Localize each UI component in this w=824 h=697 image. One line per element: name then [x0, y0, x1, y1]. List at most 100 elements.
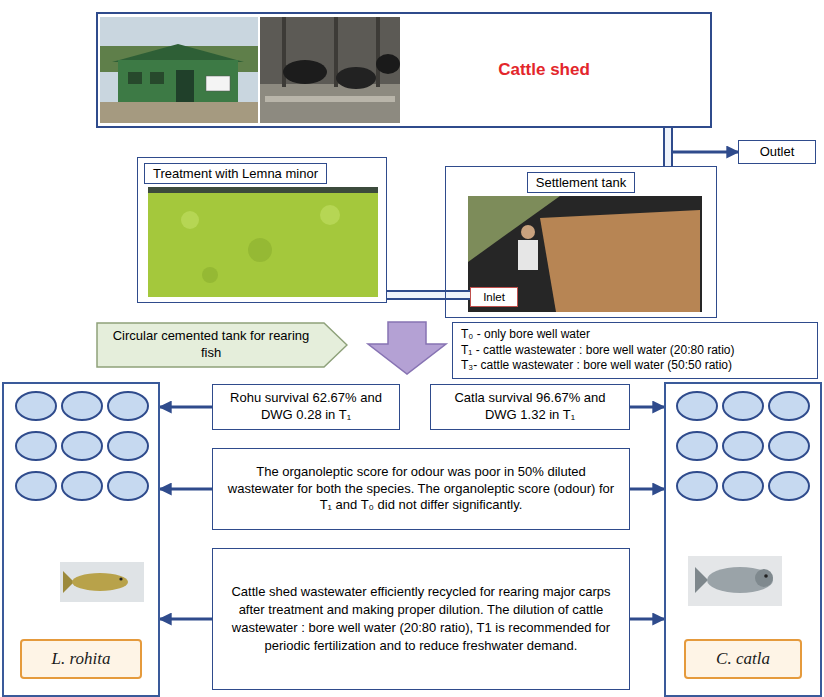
- post: [376, 17, 380, 87]
- result-box: Rohu survival 62.67% and DWG 0.28 in T₁: [212, 384, 400, 430]
- flow-block-arrow: [368, 322, 446, 374]
- tank-oval: [769, 472, 809, 500]
- trough: [265, 96, 395, 102]
- settlement-box: Inlet Settlement tank: [445, 166, 717, 318]
- pipe-connector: [668, 128, 669, 166]
- tank-oval: [108, 472, 148, 500]
- pipe-connector: [387, 295, 470, 296]
- node-label: The organoleptic score for odour was poo…: [223, 464, 619, 515]
- tank-oval: [723, 432, 763, 460]
- conclusion-box: Cattle shed wastewater efficiently recyc…: [212, 548, 630, 690]
- arrow-connector: [160, 489, 212, 490]
- node-label: Inlet: [483, 291, 505, 303]
- arrow-connector: [630, 407, 664, 408]
- tank-oval: [769, 432, 809, 460]
- node-label: T₃- cattle wastewater : bore well water …: [461, 358, 732, 374]
- connector-line: [160, 618, 212, 621]
- finding-box: The organoleptic score for odour was poo…: [212, 448, 630, 530]
- source-box: Cattle shed: [96, 12, 712, 128]
- tank-liner: [468, 196, 702, 312]
- tank-oval: [677, 432, 717, 460]
- connector-line: [630, 618, 664, 621]
- cattle: [376, 54, 400, 74]
- arrow-connector: [668, 128, 738, 152]
- person-head: [521, 225, 535, 239]
- building: [118, 60, 238, 102]
- tank-oval: [723, 472, 763, 500]
- node-label: T₁ - cattle wastewater : bore well water…: [461, 343, 735, 359]
- pipe-wall: [387, 290, 470, 300]
- node-label: Cattle shed: [498, 60, 590, 80]
- outlet-box: Outlet: [738, 140, 816, 164]
- inlet-box: Inlet: [470, 287, 518, 307]
- tank-oval: [769, 392, 809, 420]
- connector-line: [630, 488, 664, 491]
- duckweed-patch: [320, 205, 340, 225]
- sky: [100, 17, 258, 123]
- node-label: Cattle shed wastewater efficiently recyc…: [223, 583, 619, 656]
- rohu-fish-photo: [60, 562, 144, 602]
- pentagon-shape: [97, 323, 347, 367]
- catla-tanks: [677, 392, 809, 500]
- species-panel: L. rohita: [2, 382, 160, 697]
- tank-oval: [62, 472, 102, 500]
- node-label: Treatment with Lemna minor: [144, 163, 327, 184]
- arrow-connector: [630, 619, 664, 620]
- node-label: Circular cemented tank for rearing fish: [108, 328, 314, 362]
- tank-oval: [108, 392, 148, 420]
- catla-fish-photo: [688, 556, 782, 606]
- cattle-photo: [260, 17, 400, 123]
- node-label: Rohu survival 62.67% and DWG 0.28 in T₁: [221, 390, 391, 424]
- tank-oval: [16, 432, 56, 460]
- connector-line: [160, 406, 212, 409]
- treatment-key-box: T₀ - only bore well waterT₁ - cattle was…: [452, 322, 818, 379]
- shed-photo: [100, 17, 258, 123]
- arrow-connector: [160, 407, 212, 408]
- roof: [112, 44, 244, 62]
- tank-rim: [148, 187, 378, 193]
- door: [176, 70, 194, 102]
- connector-line: [160, 488, 212, 491]
- floor: [260, 84, 400, 123]
- sign-board: [206, 76, 230, 91]
- tank-oval: [723, 392, 763, 420]
- tank-oval: [677, 472, 717, 500]
- tank-oval: [16, 472, 56, 500]
- duckweed-patch: [248, 238, 272, 262]
- fish-body: [707, 567, 773, 593]
- duckweed-patch: [202, 267, 218, 283]
- pipe-bore: [387, 292, 470, 298]
- node-label: Catla survival 96.67% and DWG 1.32 in T₁: [439, 390, 621, 424]
- tank-oval: [108, 432, 148, 460]
- duckweed-patch: [181, 211, 199, 229]
- lemna-photo: [148, 187, 378, 297]
- result-box: Catla survival 96.67% and DWG 1.32 in T₁: [430, 384, 630, 430]
- species-panel: C. catla: [664, 382, 822, 697]
- node-label: C. catla: [684, 639, 802, 679]
- cattle: [283, 60, 327, 84]
- wastewater: [540, 210, 700, 312]
- window: [128, 72, 142, 84]
- node-label: T₀ - only bore well water: [461, 327, 590, 343]
- ground: [100, 102, 258, 123]
- rohu-tanks: [16, 392, 148, 500]
- fish-eye: [764, 574, 768, 578]
- arrow-connector: [160, 619, 212, 620]
- node-label: Settlement tank: [527, 172, 635, 193]
- duckweed-tank: [148, 187, 378, 297]
- pipe-bore: [665, 128, 671, 166]
- photo-ground: [688, 556, 782, 606]
- tank-oval: [62, 392, 102, 420]
- fish-eye: [119, 577, 122, 580]
- fish-head: [755, 569, 773, 587]
- tank-oval: [16, 392, 56, 420]
- tank-oval: [677, 392, 717, 420]
- barn-interior: [260, 17, 400, 123]
- settlement-photo: [468, 196, 702, 312]
- fish-body: [72, 573, 128, 591]
- tank-oval: [62, 432, 102, 460]
- fish-tail: [695, 567, 708, 593]
- node-label: Outlet: [760, 144, 795, 161]
